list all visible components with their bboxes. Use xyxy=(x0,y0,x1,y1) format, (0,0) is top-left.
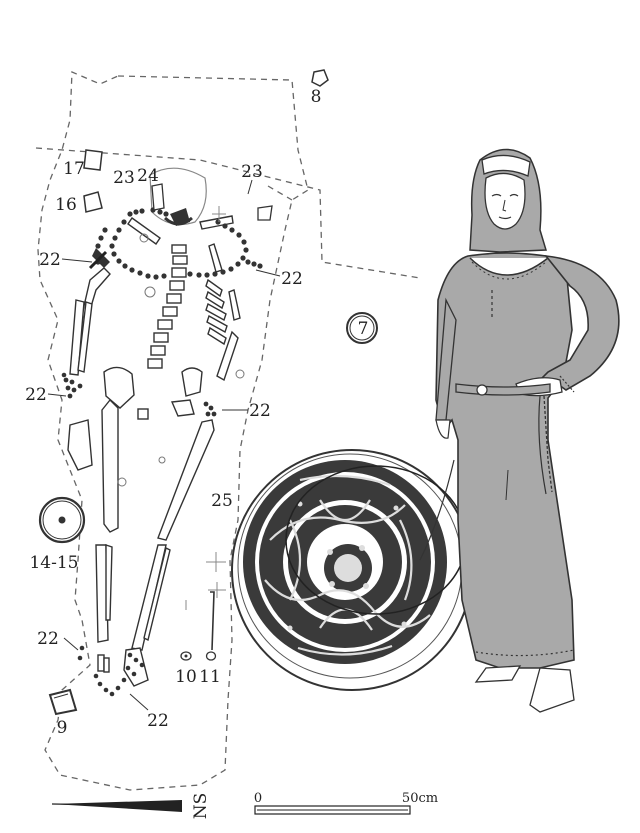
right-femur xyxy=(157,419,215,541)
label-10: 10 xyxy=(175,667,197,687)
left-clavicle xyxy=(127,217,161,245)
label-7: 7 xyxy=(358,319,369,339)
scale-bar xyxy=(254,805,411,815)
spine xyxy=(147,244,188,369)
find-23 xyxy=(257,205,273,221)
grave-outline xyxy=(35,71,421,791)
label-22-hip: 22 xyxy=(249,401,271,421)
label-22-knee: 22 xyxy=(37,629,59,649)
left-femur xyxy=(101,398,119,533)
label-23-right: 23 xyxy=(241,162,263,182)
label-22-feet: 22 xyxy=(147,711,169,731)
find-25-markers xyxy=(206,206,226,598)
find-17 xyxy=(83,149,103,171)
pelvis-left xyxy=(103,366,135,409)
round-brooch xyxy=(231,449,473,691)
north-arrow-letters: NS xyxy=(191,793,211,820)
right-tibia xyxy=(131,544,167,651)
label-25: 25 xyxy=(211,491,233,511)
ribs xyxy=(205,243,241,382)
find-8 xyxy=(311,69,329,87)
label-8: 8 xyxy=(311,87,322,107)
scale-end: 50cm xyxy=(402,791,438,806)
label-22-chest: 22 xyxy=(281,269,303,289)
label-14-15: 14-15 xyxy=(29,553,78,573)
left-tibia xyxy=(95,544,109,643)
find-11-pin xyxy=(205,591,217,661)
find-7-coin xyxy=(346,312,378,344)
find-14-15-whorl xyxy=(38,496,86,544)
left-radius xyxy=(69,299,85,376)
label-16: 16 xyxy=(55,195,77,215)
leader-lines xyxy=(47,179,281,711)
right-foot xyxy=(123,647,149,687)
find-16 xyxy=(83,191,103,213)
label-17: 17 xyxy=(63,159,85,179)
label-24: 24 xyxy=(137,166,159,186)
label-23-left: 23 xyxy=(113,168,135,188)
label-22-wrist: 22 xyxy=(25,385,47,405)
find-24 xyxy=(151,183,165,211)
left-ulna xyxy=(77,301,93,373)
woman-reconstruction xyxy=(419,148,620,713)
find-10 xyxy=(180,600,192,661)
scale-start: 0 xyxy=(254,791,262,806)
label-9: 9 xyxy=(57,718,68,738)
find-9 xyxy=(48,688,78,716)
bead-chains xyxy=(61,207,263,697)
skeleton xyxy=(67,167,241,687)
left-hand xyxy=(67,419,93,471)
label-22-arm: 22 xyxy=(39,250,61,270)
pelvis-right xyxy=(181,367,203,397)
north-arrow-icon xyxy=(51,800,183,812)
label-11: 11 xyxy=(199,667,221,687)
